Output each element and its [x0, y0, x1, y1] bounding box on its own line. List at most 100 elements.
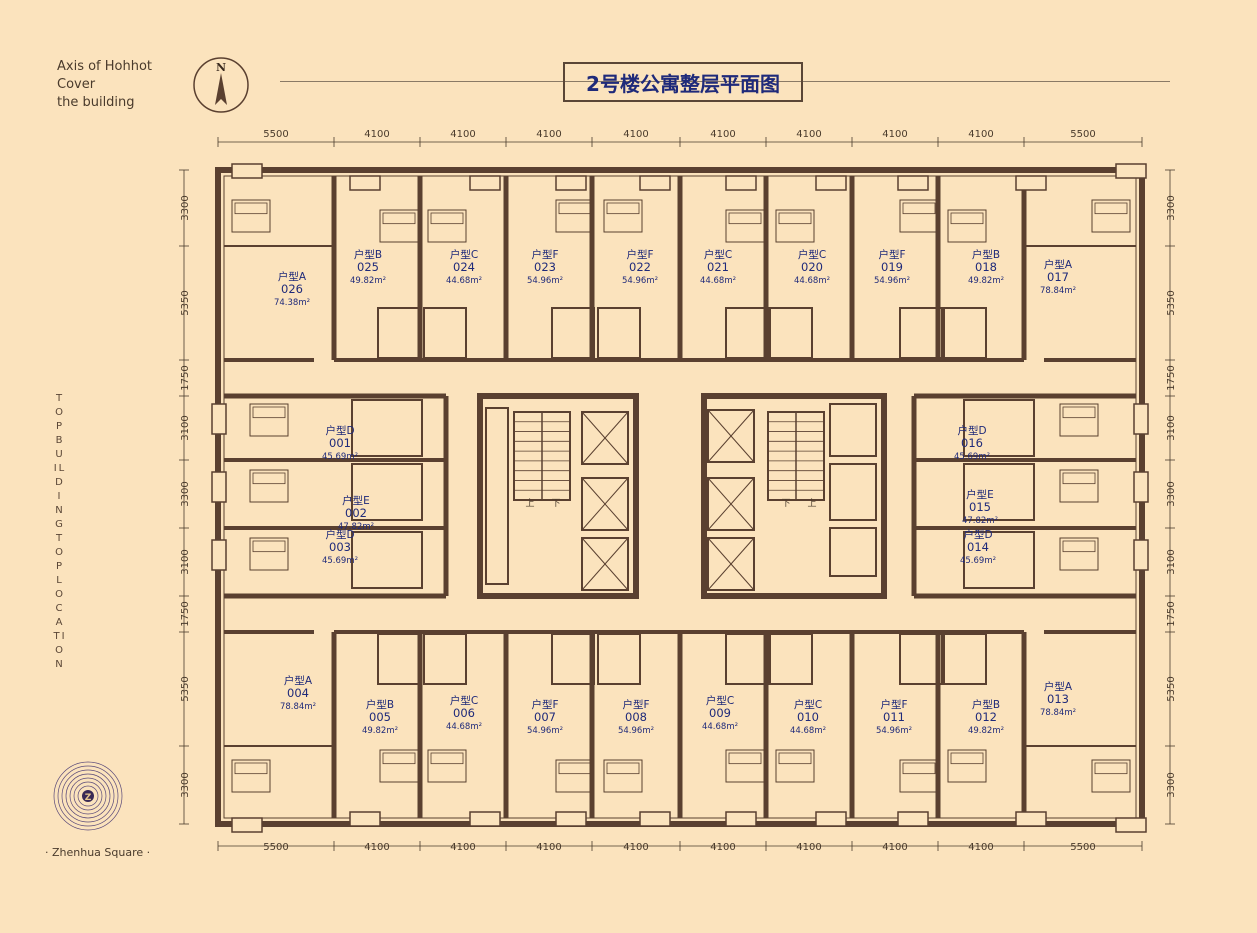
core-right: [701, 393, 887, 599]
unit-type: 户型E: [342, 494, 370, 507]
unit-type: 户型B: [972, 248, 1000, 261]
stair-label: 上: [525, 498, 534, 509]
dimension-label-right: 3100: [1166, 415, 1177, 440]
unit-type: 户型D: [325, 528, 354, 541]
dimension-label-left: 5350: [180, 290, 191, 315]
unit-area: 44.68m²: [700, 276, 736, 286]
elevator-cross: [707, 477, 755, 531]
unit-type: 户型F: [622, 698, 649, 711]
unit-area: 47.82m²: [338, 522, 374, 532]
bed-pillow: [728, 212, 762, 225]
bathroom-wall: [351, 463, 423, 521]
unit-area: 45.69m²: [322, 556, 358, 566]
dimension-label-top: 4100: [450, 129, 475, 140]
elevator-cross: [581, 537, 629, 591]
bed-pillow: [1062, 472, 1096, 485]
unit-type: 户型C: [706, 694, 734, 707]
unit-number: 011: [883, 710, 905, 724]
bed-furniture: [775, 209, 815, 243]
window: [815, 811, 847, 827]
dimension-label-top: 4100: [710, 129, 735, 140]
unit-type: 户型A: [1044, 258, 1073, 271]
bed-furniture: [725, 209, 765, 243]
bed-furniture: [249, 537, 289, 571]
unit-type: 户型F: [531, 698, 558, 711]
dimension-label-bottom: 5500: [1070, 842, 1095, 853]
bed-furniture: [947, 209, 987, 243]
bed-pillow: [728, 752, 762, 765]
unit-number: 023: [534, 260, 556, 274]
dimension-label-bottom: 4100: [623, 842, 648, 853]
bed-furniture: [1059, 469, 1099, 503]
bed-furniture: [1091, 199, 1131, 233]
bathroom-wall: [899, 307, 943, 359]
unit-labels: 户型A02674.38m²户型B02549.82m²户型C02444.68m²户…: [274, 248, 1076, 736]
unit-area: 49.82m²: [968, 726, 1004, 736]
window: [555, 811, 587, 827]
unit-type: 户型C: [794, 698, 822, 711]
bathroom-wall: [597, 633, 641, 685]
unit-area: 54.96m²: [874, 276, 910, 286]
window: [349, 811, 381, 827]
unit-type: 户型F: [626, 248, 653, 261]
bathroom-wall: [423, 307, 467, 359]
unit-type: 户型D: [325, 424, 354, 437]
window: [231, 163, 263, 179]
bed-pillow: [558, 202, 592, 215]
window: [897, 175, 929, 191]
unit-type: 户型D: [957, 424, 986, 437]
unit-area: 49.82m²: [362, 726, 398, 736]
dimension-label-top: 5500: [263, 129, 288, 140]
bed-furniture: [249, 469, 289, 503]
unit-number: 003: [329, 540, 351, 554]
dimension-label-top: 4100: [882, 129, 907, 140]
dimension-label-left: 1750: [180, 601, 191, 626]
dimension-label-right: 5350: [1166, 676, 1177, 701]
bed-pillow: [430, 752, 464, 765]
unit-number: 009: [709, 706, 731, 720]
dimension-label-bottom: 4100: [882, 842, 907, 853]
side-vertical-text: TOP BUILDING TOP LOCATION: [53, 393, 67, 670]
bed-pillow: [606, 202, 640, 215]
unit-type: 户型B: [972, 698, 1000, 711]
window: [1015, 811, 1047, 827]
bathroom-wall: [551, 307, 595, 359]
bed-pillow: [606, 762, 640, 775]
unit-number: 017: [1047, 270, 1069, 284]
bathroom-wall: [963, 399, 1035, 457]
unit-area: 49.82m²: [968, 276, 1004, 286]
unit-type: 户型C: [450, 694, 478, 707]
bathroom-wall: [597, 307, 641, 359]
unit-number: 018: [975, 260, 997, 274]
stair-label: 下: [551, 499, 560, 509]
unit-number: 013: [1047, 692, 1069, 706]
elevator-car: [707, 409, 755, 463]
bed-pillow: [1094, 762, 1128, 775]
window: [349, 175, 381, 191]
bed-pillow: [252, 472, 286, 485]
dimension-label-left: 1750: [180, 365, 191, 390]
bathroom-wall: [725, 307, 769, 359]
compass-icon: N: [193, 57, 249, 113]
elevator-cross: [707, 409, 755, 463]
window: [1115, 163, 1147, 179]
bed-pillow: [234, 202, 268, 215]
unit-type: 户型C: [450, 248, 478, 261]
unit-number: 020: [801, 260, 823, 274]
window: [639, 811, 671, 827]
dimension-label-bottom: 4100: [536, 842, 561, 853]
stair-label: 上: [807, 498, 816, 509]
shaft-room: [829, 527, 877, 577]
unit-type: 户型B: [366, 698, 394, 711]
unit-type: 户型A: [278, 270, 307, 283]
